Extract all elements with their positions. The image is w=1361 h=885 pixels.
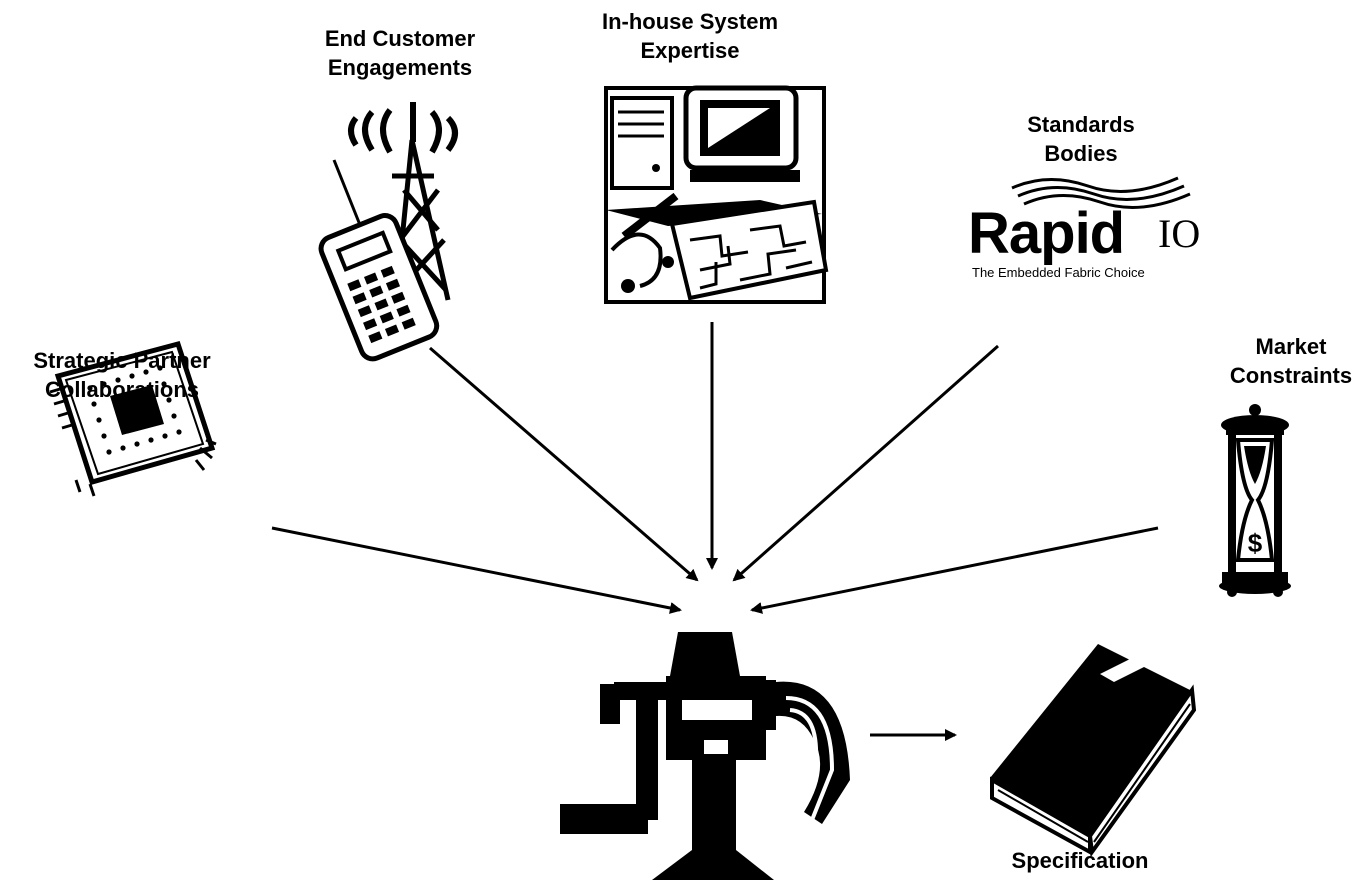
computer-circuit-board-icon xyxy=(604,85,829,304)
arrow-market xyxy=(750,526,1159,614)
rapidio-swoosh-icon xyxy=(1011,176,1191,209)
rapidio-tagline: The Embedded Fabric Choice xyxy=(972,265,1145,280)
grinder-icon xyxy=(560,632,850,880)
arrow-strategic xyxy=(271,526,682,614)
cellphone-tower-icon xyxy=(318,102,458,362)
rapidio-logo: Rapid IO The Embedded Fabric Choice xyxy=(968,172,1218,292)
arrow-standards xyxy=(732,344,999,582)
rapidio-brand: Rapid xyxy=(968,201,1125,266)
chip-icon xyxy=(49,340,217,497)
book-icon xyxy=(990,644,1197,858)
label-specification: Specification xyxy=(1011,848,1149,873)
hourglass-dollar-icon: $ xyxy=(1219,404,1291,597)
svg-text:$: $ xyxy=(1248,528,1263,558)
arrow-customer xyxy=(429,346,699,582)
rapidio-suffix: IO xyxy=(1158,211,1201,256)
